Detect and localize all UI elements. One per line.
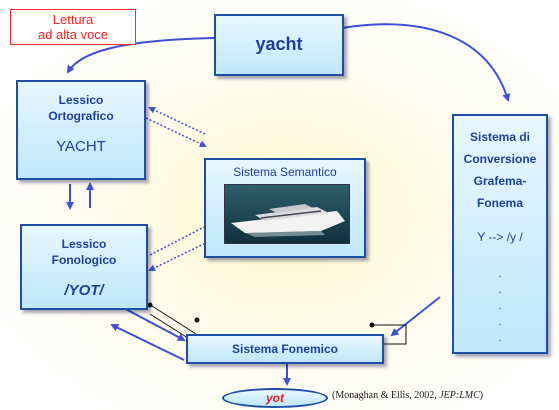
citation-before: (Monaghan & Ellis, 2002, bbox=[332, 390, 440, 401]
reading-aloud-label: Lettura ad alta voce bbox=[10, 9, 136, 45]
citation: (Monaghan & Ellis, 2002, JEP:LMC) bbox=[332, 390, 557, 401]
conversione-line3: Grafema- bbox=[473, 174, 527, 188]
conversione-box: Sistema di Conversione Grafema- Fonema Y… bbox=[452, 114, 548, 354]
output-word-oval: yot bbox=[222, 388, 328, 408]
input-word-box: yacht bbox=[214, 14, 344, 76]
fonologico-word: /YOT/ bbox=[64, 282, 104, 299]
arrow-fonemico-to-fonologico bbox=[110, 324, 185, 361]
reading-aloud-line2: ad alta voce bbox=[37, 27, 109, 42]
conversione-dot-4: . bbox=[498, 314, 502, 328]
arrow-ortografico-to-semantico bbox=[145, 117, 207, 148]
lessico-ortografico-box: Lessico Ortografico YACHT bbox=[16, 80, 146, 180]
semantico-title: Sistema Semantico bbox=[233, 165, 337, 179]
conversione-line2: Conversione bbox=[463, 152, 537, 166]
conversione-line4: Fonema bbox=[476, 196, 523, 210]
ortografico-word: YACHT bbox=[56, 138, 106, 155]
arrow-input-to-ortografico bbox=[66, 37, 215, 74]
citation-journal: JEP:LMC bbox=[439, 390, 480, 401]
arrow-fonologico-to-semantico bbox=[149, 222, 214, 256]
ortografico-line2: Ortografico bbox=[48, 109, 114, 123]
input-word: yacht bbox=[255, 34, 303, 54]
sistema-fonemico-box: Sistema Fonemico bbox=[186, 334, 384, 364]
fonemico-label: Sistema Fonemico bbox=[231, 342, 339, 356]
citation-after: ) bbox=[479, 390, 484, 401]
output-word: yot bbox=[266, 391, 284, 405]
ortografico-line1: Lessico bbox=[58, 93, 104, 107]
fonologico-line2: Fonologico bbox=[51, 253, 117, 267]
arrow-conversione-to-fonemico bbox=[390, 296, 441, 337]
reading-aloud-line1: Lettura bbox=[52, 12, 94, 27]
conversione-line1: Sistema di bbox=[469, 130, 531, 144]
conversione-dot-1: . bbox=[498, 266, 502, 280]
yacht-photo bbox=[224, 184, 350, 244]
conversione-rule: Y --> /y / bbox=[477, 230, 523, 244]
conversione-dot-5: . bbox=[498, 330, 502, 344]
arrow-fonologico-to-fonemico bbox=[119, 305, 186, 341]
conversione-dot-2: . bbox=[498, 282, 502, 296]
arrow-semantico-to-ortografico bbox=[148, 106, 206, 135]
fonologico-line1: Lessico bbox=[61, 237, 107, 251]
arrow-semantico-to-fonologico bbox=[148, 239, 213, 271]
conversione-dot-3: . bbox=[498, 298, 502, 312]
sistema-semantico-box: Sistema Semantico bbox=[204, 158, 366, 258]
lessico-fonologico-box: Lessico Fonologico /YOT/ bbox=[20, 224, 148, 310]
arrow-input-to-conversione bbox=[341, 23, 511, 102]
